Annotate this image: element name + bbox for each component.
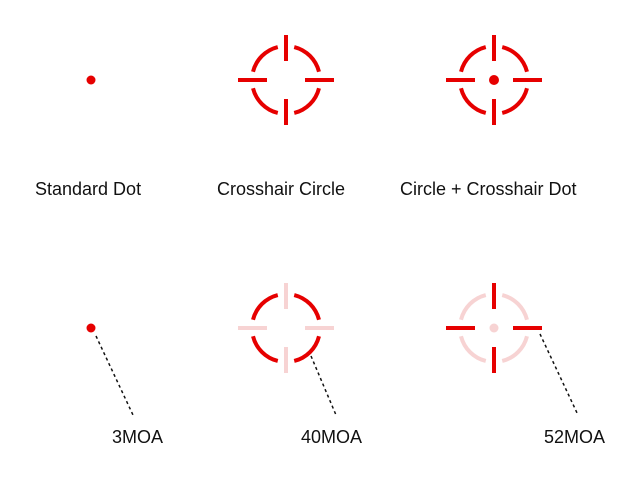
crosshair-circle-arc-3 bbox=[251, 45, 279, 73]
circle-crosshair-dot-arc-1 bbox=[501, 87, 529, 115]
moa40-circle-arc-3 bbox=[251, 293, 279, 321]
moa52-leader bbox=[539, 333, 579, 416]
moa3-dot-mark bbox=[86, 323, 96, 333]
label-3moa: 3MOA bbox=[112, 427, 164, 447]
label-standard-dot: Standard Dot bbox=[35, 179, 142, 199]
moa52-circle-arc-1 bbox=[501, 335, 529, 363]
standard-dot-mark bbox=[86, 75, 96, 85]
circle-crosshair-dot-arc-2 bbox=[459, 87, 487, 115]
label-40moa: 40MOA bbox=[301, 427, 363, 447]
moa3-leader bbox=[95, 335, 134, 416]
label-crosshair-circle: Crosshair Circle bbox=[217, 179, 346, 199]
circle-crosshair-dot-center bbox=[489, 75, 499, 85]
moa40-leader bbox=[310, 355, 337, 416]
moa52-center bbox=[489, 323, 499, 333]
moa52-circle-arc-3 bbox=[459, 293, 487, 321]
circle-crosshair-dot-arc-4 bbox=[501, 45, 529, 73]
moa52-circle-arc-2 bbox=[459, 335, 487, 363]
moa40-circle-arc-4 bbox=[293, 293, 321, 321]
moa40-circle-arc-1 bbox=[293, 335, 321, 363]
crosshair-circle-arc-1 bbox=[293, 87, 321, 115]
circle-crosshair-dot-arc-3 bbox=[459, 45, 487, 73]
label-52moa: 52MOA bbox=[544, 427, 606, 447]
moa40-circle-arc-2 bbox=[251, 335, 279, 363]
crosshair-circle-arc-2 bbox=[251, 87, 279, 115]
crosshair-circle-arc-4 bbox=[293, 45, 321, 73]
moa52-circle-arc-4 bbox=[501, 293, 529, 321]
label-circle-crosshair-dot: Circle + Crosshair Dot bbox=[400, 179, 577, 199]
